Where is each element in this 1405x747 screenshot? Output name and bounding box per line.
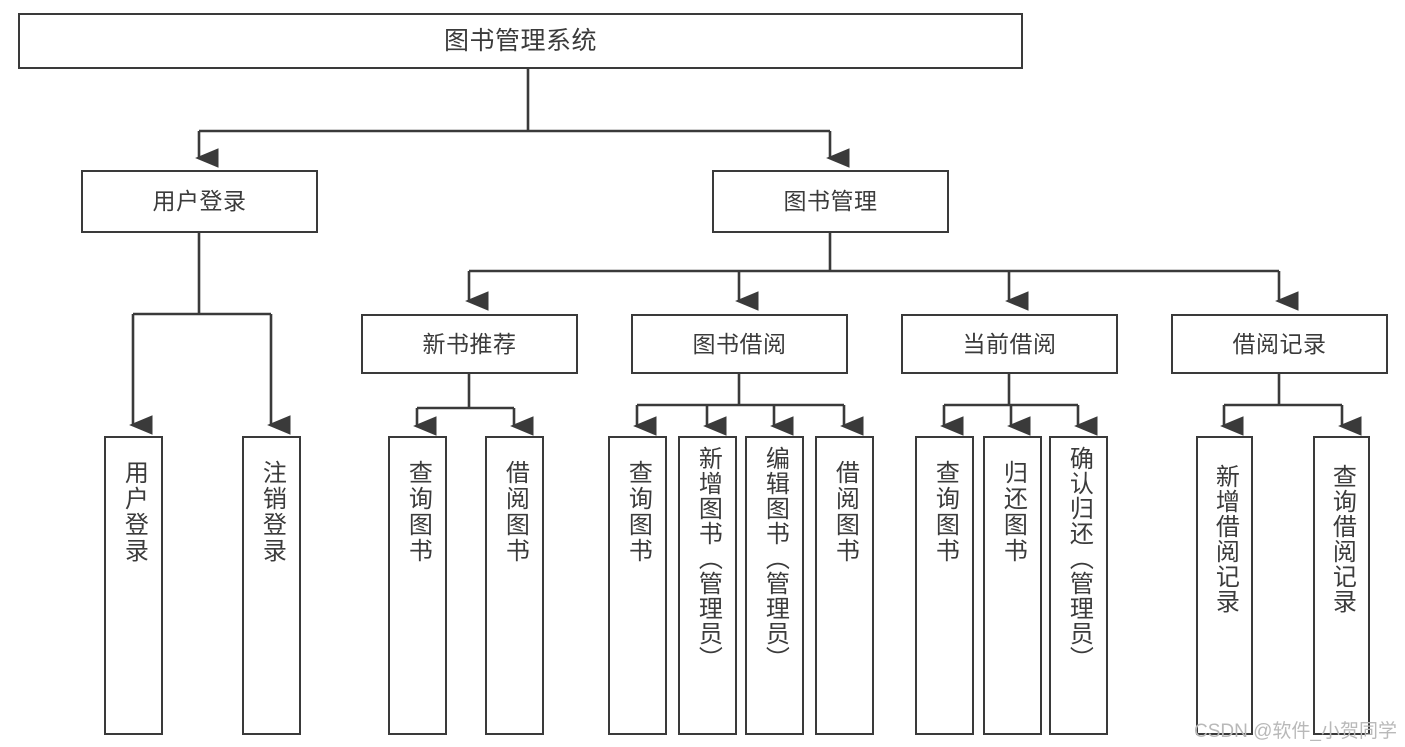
leaf-user-login[interactable]: 用户登录 — [104, 436, 163, 735]
leaf-return-book-label: 归还图书 — [999, 460, 1027, 564]
leaf-query-record[interactable]: 查询借阅记录 — [1313, 436, 1370, 735]
node-current-borrow[interactable]: 当前借阅 — [901, 314, 1118, 374]
leaf-query-book-1-label: 查询图书 — [404, 460, 432, 564]
leaf-add-record-label: 新增借阅记录 — [1211, 464, 1239, 614]
node-borrow-record-label: 借阅记录 — [1232, 330, 1327, 357]
leaf-add-book[interactable]: 新增图书（管理员） — [678, 436, 737, 735]
leaf-borrow-book-2[interactable]: 借阅图书 — [815, 436, 874, 735]
node-root-label: 图书管理系统 — [443, 26, 597, 55]
leaf-logout[interactable]: 注销登录 — [242, 436, 301, 735]
leaf-query-book-3-label: 查询图书 — [931, 460, 959, 564]
leaf-query-record-label: 查询借阅记录 — [1328, 464, 1356, 614]
leaf-add-book-label: 新增图书（管理员） — [694, 446, 722, 671]
node-user-login[interactable]: 用户登录 — [81, 170, 318, 233]
leaf-borrow-book-1[interactable]: 借阅图书 — [485, 436, 544, 735]
leaf-logout-label: 注销登录 — [258, 460, 286, 564]
node-borrow-record[interactable]: 借阅记录 — [1171, 314, 1388, 374]
node-new-book-recommend-label: 新书推荐 — [422, 330, 517, 357]
leaf-query-book-2[interactable]: 查询图书 — [608, 436, 667, 735]
leaf-user-login-label: 用户登录 — [120, 460, 148, 564]
leaf-query-book-2-label: 查询图书 — [624, 460, 652, 564]
leaf-edit-book[interactable]: 编辑图书（管理员） — [745, 436, 804, 735]
node-root[interactable]: 图书管理系统 — [18, 13, 1023, 69]
leaf-edit-book-label: 编辑图书（管理员） — [761, 446, 789, 671]
leaf-confirm-return-label: 确认归还（管理员） — [1065, 446, 1093, 671]
node-new-book-recommend[interactable]: 新书推荐 — [361, 314, 578, 374]
leaf-query-book-1[interactable]: 查询图书 — [388, 436, 447, 735]
node-book-borrow-label: 图书借阅 — [692, 330, 787, 357]
leaf-query-book-3[interactable]: 查询图书 — [915, 436, 974, 735]
leaf-borrow-book-1-label: 借阅图书 — [501, 460, 529, 564]
node-book-management-label: 图书管理 — [783, 188, 878, 215]
node-user-login-label: 用户登录 — [152, 188, 247, 215]
node-book-borrow[interactable]: 图书借阅 — [631, 314, 848, 374]
watermark-text: CSDN @软件_小贺同学 — [1194, 721, 1397, 742]
leaf-confirm-return[interactable]: 确认归还（管理员） — [1049, 436, 1108, 735]
node-book-management[interactable]: 图书管理 — [712, 170, 949, 233]
leaf-borrow-book-2-label: 借阅图书 — [831, 460, 859, 564]
leaf-add-record[interactable]: 新增借阅记录 — [1196, 436, 1253, 735]
node-current-borrow-label: 当前借阅 — [962, 330, 1057, 357]
leaf-return-book[interactable]: 归还图书 — [983, 436, 1042, 735]
